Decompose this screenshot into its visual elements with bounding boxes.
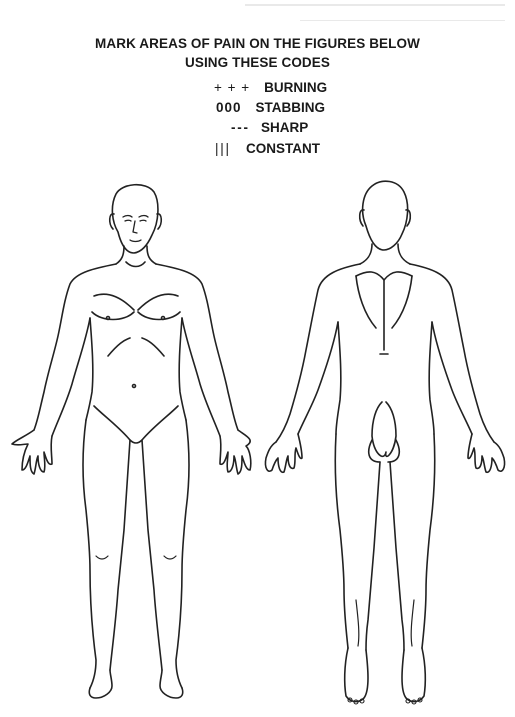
back-torso-right <box>429 322 434 434</box>
sharp-symbol: - - - <box>231 118 247 138</box>
back-right-inner-arm <box>432 322 472 434</box>
front-nipple <box>107 317 110 320</box>
front-left-leg <box>83 420 96 688</box>
front-left-arm-outline <box>34 264 116 430</box>
legend-stabbing: 000 STABBING <box>216 98 325 118</box>
back-right-leg <box>422 434 435 648</box>
front-right-leg <box>176 420 189 688</box>
back-spine <box>380 280 388 354</box>
front-right-inner-leg <box>142 440 162 670</box>
constant-label: CONSTANT <box>246 139 320 159</box>
back-scapula-right <box>392 276 412 328</box>
front-face <box>123 216 148 242</box>
front-nipple <box>162 317 165 320</box>
legend-burning: + + + BURNING <box>214 78 327 98</box>
legend-constant: | | | CONSTANT <box>215 139 320 159</box>
back-left-hand <box>265 434 302 472</box>
scan-shadow <box>245 4 505 6</box>
burning-label: BURNING <box>264 78 327 98</box>
back-left-inner-leg <box>366 462 380 650</box>
legend-sharp: - - - SHARP <box>231 118 308 138</box>
back-body-figure[interactable] <box>265 181 504 704</box>
back-left-calf <box>356 600 359 646</box>
back-scapula-left <box>356 276 376 328</box>
back-left-leg <box>335 434 348 648</box>
constant-symbol: | | | <box>215 139 228 159</box>
back-neck <box>360 244 372 264</box>
instruction-subtitle: USING THESE CODES <box>0 53 515 72</box>
back-left-arm-outline <box>276 264 360 442</box>
back-torso-left <box>336 322 341 434</box>
front-knee <box>96 556 176 559</box>
front-left-inner-leg <box>110 440 130 670</box>
stabbing-symbol: 000 <box>216 98 242 118</box>
front-right-foot <box>160 670 183 698</box>
stabbing-label: STABBING <box>256 98 326 118</box>
back-right-foot <box>402 648 425 702</box>
scan-shadow <box>300 20 505 21</box>
back-left-foot <box>345 648 368 702</box>
front-right-hand <box>220 430 251 474</box>
back-right-inner-leg <box>390 462 404 650</box>
back-buttocks <box>372 402 396 456</box>
instruction-title: MARK AREAS OF PAIN ON THE FIGURES BELOW <box>0 34 515 53</box>
body-figures <box>0 170 515 715</box>
back-right-calf <box>411 600 414 646</box>
front-neck <box>147 246 156 264</box>
back-scapula-line <box>356 272 412 280</box>
front-navel <box>133 385 136 388</box>
front-body-figure[interactable] <box>12 185 251 698</box>
instructions-header: MARK AREAS OF PAIN ON THE FIGURES BELOW … <box>0 34 515 72</box>
front-left-hand <box>12 430 52 474</box>
front-neck-line <box>126 262 145 267</box>
back-neck <box>398 244 410 264</box>
back-right-arm-outline <box>410 264 494 442</box>
front-chest-line <box>94 294 178 310</box>
back-head-outline <box>363 181 408 250</box>
front-chest <box>92 312 180 320</box>
back-right-hand <box>468 434 505 472</box>
burning-symbol: + + + <box>214 78 250 98</box>
sharp-label: SHARP <box>261 118 308 138</box>
front-rib-line <box>108 338 164 356</box>
front-left-foot <box>89 670 112 698</box>
front-pelvis <box>94 406 178 443</box>
back-left-inner-arm <box>298 322 338 434</box>
front-head-outline <box>112 185 158 253</box>
front-right-arm-outline <box>156 264 238 430</box>
front-neck <box>116 246 124 264</box>
